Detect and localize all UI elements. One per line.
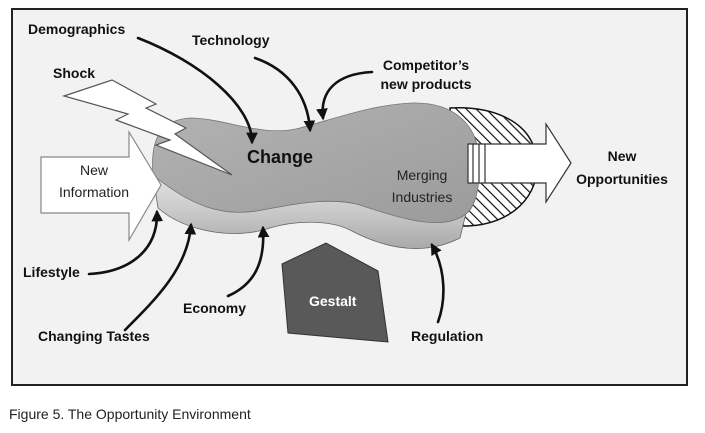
shock-lightning-bolt <box>61 79 233 176</box>
figure-caption: Figure 5. The Opportunity Environment <box>9 406 251 422</box>
label-economy: Economy <box>183 300 247 316</box>
regulation-arrow <box>430 242 445 324</box>
lifestyle-arrow <box>87 209 164 276</box>
label-merging-line1: Merging <box>396 167 448 183</box>
label-technology: Technology <box>192 32 270 48</box>
new-opportunities-arrow <box>467 121 572 205</box>
label-gestalt: Gestalt <box>309 293 357 309</box>
label-merging-industries: Merging Industries <box>377 164 467 208</box>
technology-arrow <box>253 56 316 133</box>
label-merging-line2: Industries <box>391 189 453 205</box>
label-new-information-line1: New <box>79 162 108 178</box>
new-information-arrow <box>40 129 162 243</box>
label-demographics: Demographics <box>28 21 126 37</box>
label-new-information-line2: Information <box>58 184 130 200</box>
label-shock: Shock <box>53 65 96 81</box>
label-changing-tastes: Changing Tastes <box>38 328 150 344</box>
economy-arrow <box>226 225 270 298</box>
label-new-opportunities-line1: New <box>607 148 637 164</box>
gestalt-shape <box>281 242 389 343</box>
label-new-opportunities: New Opportunities <box>568 145 676 191</box>
label-new-information: New Information <box>48 159 140 203</box>
demographics-arrow <box>136 36 258 145</box>
label-competitors-new-products: Competitor’s new products <box>372 56 480 94</box>
label-new-opportunities-line2: Opportunities <box>576 171 668 187</box>
label-competitor-line1: Competitor’s <box>382 57 470 73</box>
label-change: Change <box>247 147 314 167</box>
competitor-arrow <box>316 70 374 121</box>
label-regulation: Regulation <box>411 328 484 344</box>
changing-tastes-arrow <box>123 222 197 332</box>
label-lifestyle: Lifestyle <box>23 264 80 280</box>
label-competitor-line2: new products <box>380 76 472 92</box>
